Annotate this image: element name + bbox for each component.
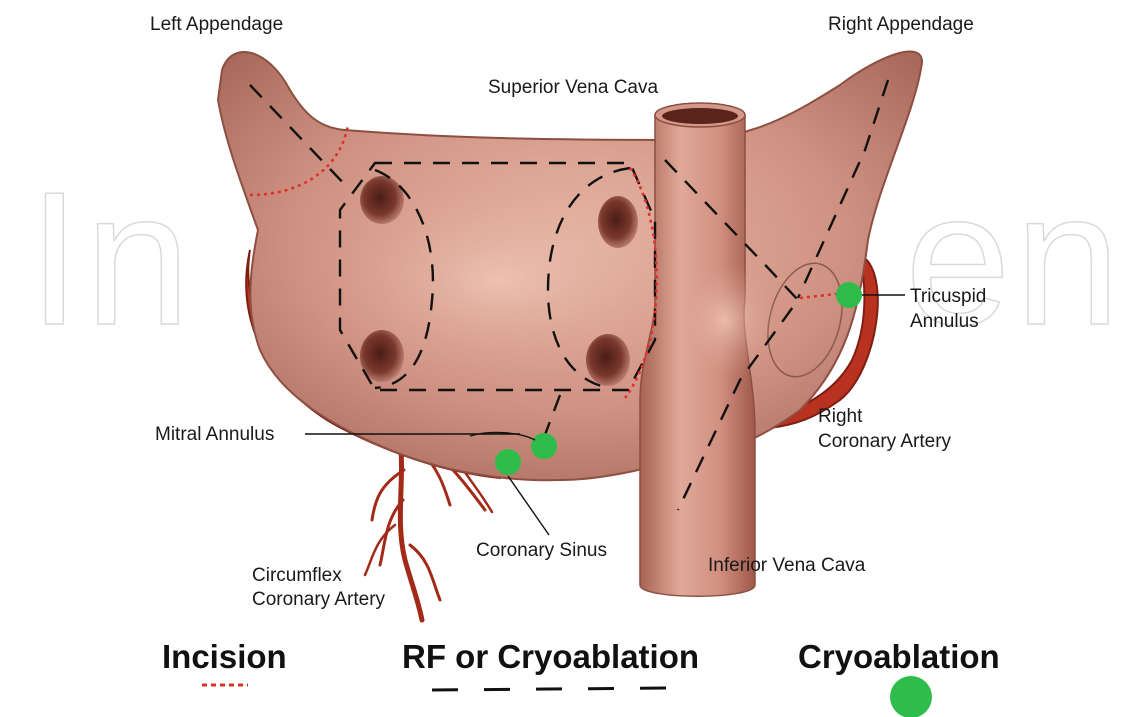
coronary-sinus-cryo-dot	[495, 449, 521, 475]
label-left-appendage: Left Appendage	[150, 12, 283, 37]
label-right-coronary-line2: Coronary Artery	[818, 429, 951, 454]
label-tricuspid-annulus-line1: Tricuspid	[910, 284, 986, 309]
label-superior-vena-cava: Superior Vena Cava	[488, 75, 658, 100]
legend-incision-label: Incision	[162, 638, 287, 676]
label-tricuspid-annulus-line2: Annulus	[910, 309, 979, 334]
tricuspid-cryo-dot	[836, 282, 862, 308]
label-mitral-annulus: Mitral Annulus	[155, 422, 274, 447]
legend-rf-label: RF or Cryoablation	[402, 638, 699, 676]
legend-rf-symbol	[432, 688, 670, 690]
atrium-highlight	[300, 170, 700, 390]
label-inferior-vena-cava: Inferior Vena Cava	[708, 553, 865, 578]
svc-junction-shade	[670, 260, 780, 380]
label-circumflex-line1: Circumflex	[252, 563, 342, 588]
label-right-appendage: Right Appendage	[828, 12, 974, 37]
legend-cryo-label: Cryoablation	[798, 638, 1000, 676]
label-right-coronary-line1: Right	[818, 404, 862, 429]
coronary-sinus-leader	[508, 476, 549, 535]
label-coronary-sinus: Coronary Sinus	[476, 538, 607, 563]
label-circumflex-line2: Coronary Artery	[252, 587, 385, 612]
legend-cryo-symbol	[890, 676, 932, 717]
mitral-cryo-dot	[531, 433, 557, 459]
